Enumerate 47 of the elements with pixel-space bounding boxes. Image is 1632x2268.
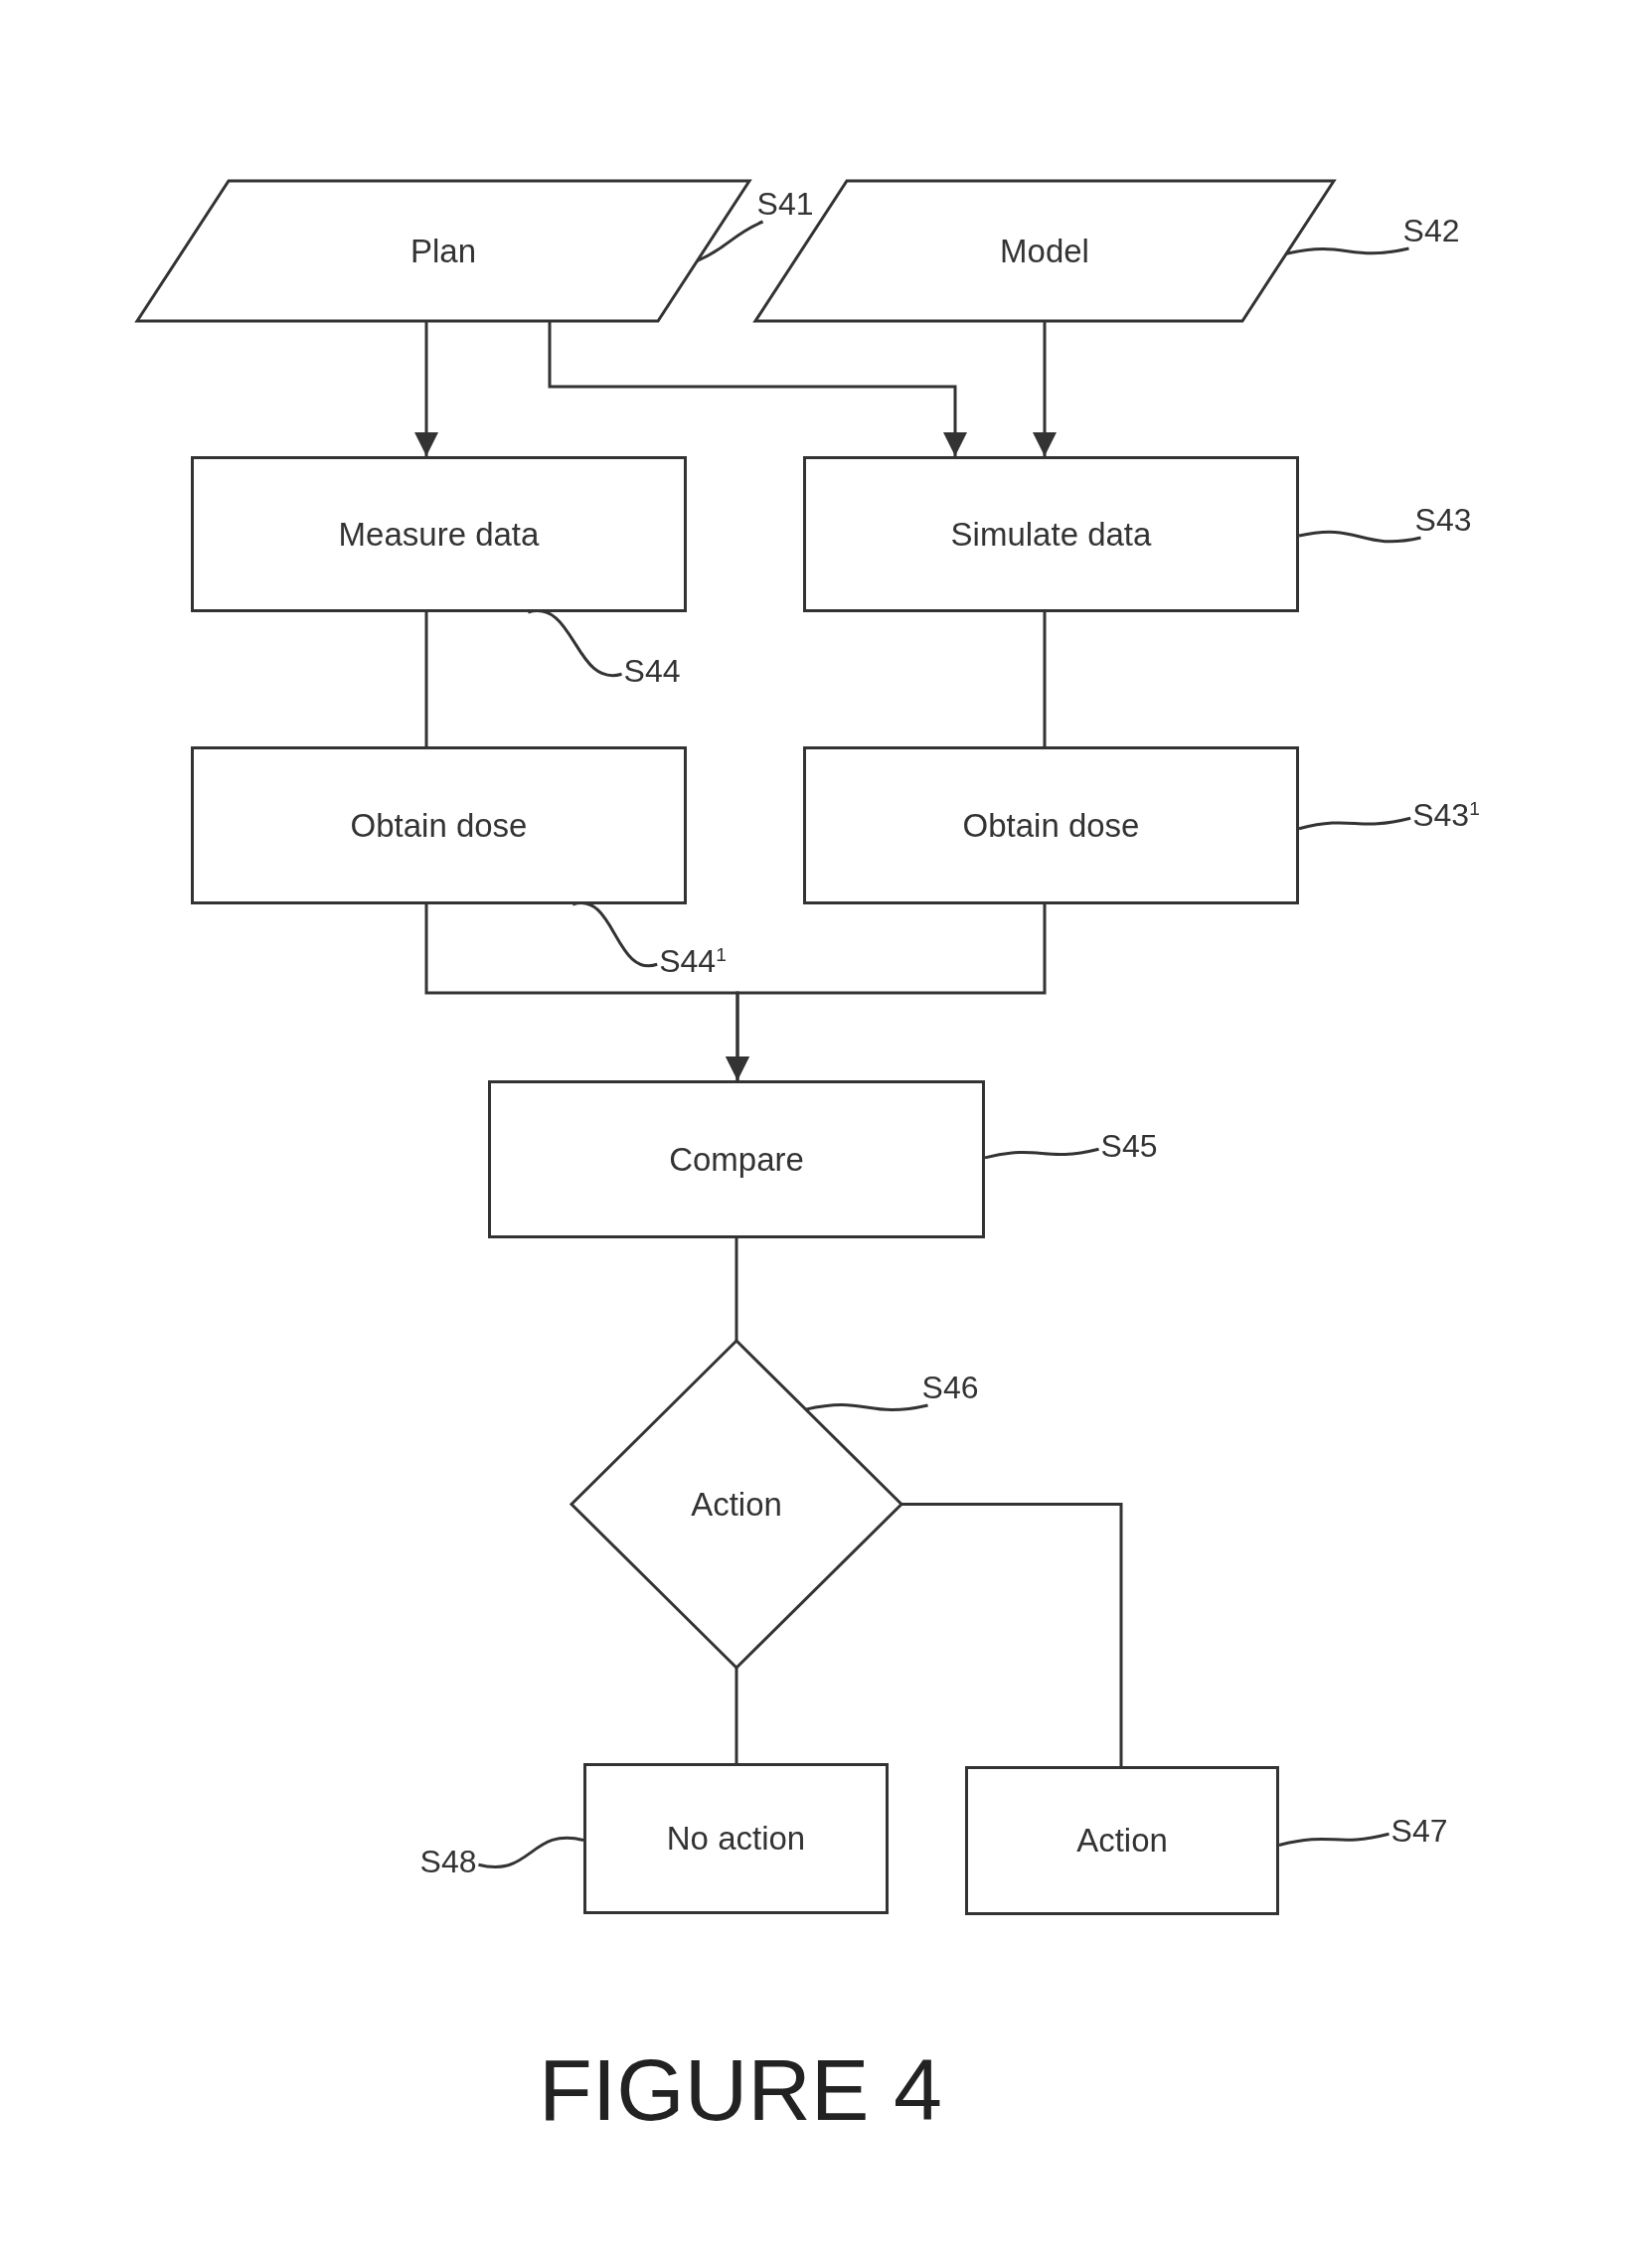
leader-line xyxy=(528,609,622,677)
leader-line xyxy=(572,901,658,968)
step-label: Action xyxy=(1076,1822,1168,1860)
figure-caption: FIGURE 4 xyxy=(539,2039,942,2141)
reference-numeral: S42 xyxy=(1402,215,1460,246)
arrow xyxy=(414,321,438,456)
leader-line xyxy=(1298,816,1411,831)
step-label: Measure data xyxy=(338,515,540,554)
step-label: Compare xyxy=(669,1140,804,1179)
reference-numeral: S48 xyxy=(419,1846,477,1877)
leader-line xyxy=(478,1836,584,1868)
reference-numeral: S44 xyxy=(623,655,681,687)
process-box xyxy=(803,456,1299,612)
connector-line xyxy=(901,1503,1123,1766)
leader-line xyxy=(696,220,764,262)
arrow xyxy=(548,321,967,456)
process-box xyxy=(803,746,1299,904)
leader-line xyxy=(1278,1832,1389,1847)
connector-line xyxy=(1043,612,1047,746)
process-box xyxy=(583,1763,889,1914)
process-box xyxy=(488,1080,985,1238)
step-label: Simulate data xyxy=(950,515,1152,554)
step-label: No action xyxy=(666,1820,806,1858)
reference-numeral: S44$^{1}$ xyxy=(659,944,727,978)
leader-line xyxy=(1285,246,1409,255)
reference-numeral: S45 xyxy=(1100,1130,1158,1162)
arrow xyxy=(1033,321,1057,456)
connector-line xyxy=(734,1238,738,1341)
process-box xyxy=(965,1766,1279,1915)
step-label: Model xyxy=(1000,232,1089,270)
reference-numeral: S43 xyxy=(1414,504,1472,536)
arrow xyxy=(726,904,1047,1080)
connector-line xyxy=(734,1668,738,1763)
reference-numeral: S43$^{1}$ xyxy=(1412,798,1480,832)
leader-line xyxy=(805,1403,928,1411)
connector-line xyxy=(424,612,428,746)
process-box xyxy=(191,746,687,904)
step-label: Obtain dose xyxy=(350,806,528,845)
reference-numeral: S47 xyxy=(1390,1815,1448,1847)
leader-line xyxy=(984,1147,1099,1160)
step-label: Obtain dose xyxy=(962,806,1140,845)
process-box xyxy=(191,456,687,612)
step-label: Plan xyxy=(409,232,477,270)
leader-line xyxy=(1298,530,1421,544)
step-label: Action xyxy=(691,1485,782,1524)
reference-numeral: S46 xyxy=(921,1372,979,1403)
reference-numeral: S41 xyxy=(756,188,814,220)
